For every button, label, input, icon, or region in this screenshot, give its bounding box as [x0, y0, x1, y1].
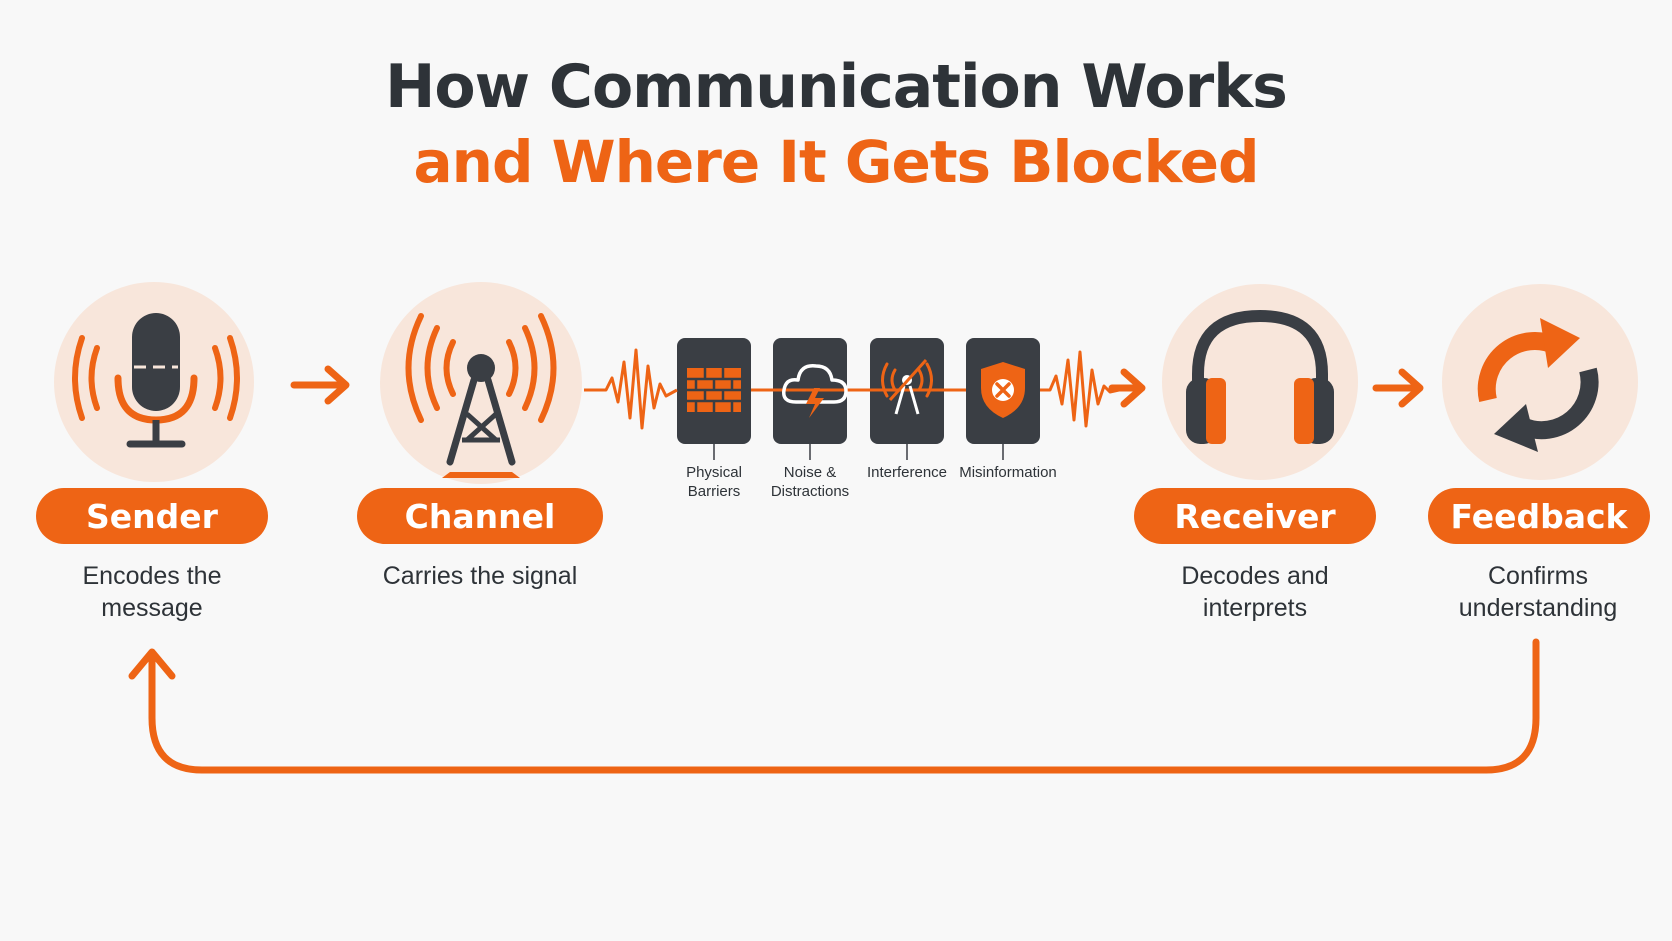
signal-wave-left	[584, 348, 678, 430]
arrow-to-receiver	[1108, 368, 1146, 408]
channel-description: Carries the signal	[382, 562, 578, 590]
title-line-1: How Communication Works	[385, 52, 1288, 122]
headphones-icon	[1186, 309, 1334, 444]
noise-distractions-label: Noise & Distractions	[770, 464, 850, 500]
receiver-description: Decodes and interprets	[1181, 562, 1329, 622]
channel-circle	[380, 282, 582, 484]
feedback-description: Confirms understanding	[1458, 562, 1618, 622]
interference-label: Interference	[866, 464, 948, 481]
feedback-circle	[1442, 284, 1638, 480]
signal-wave-right	[1040, 350, 1129, 428]
storm-cloud-icon	[782, 364, 848, 418]
signal-interference-icon	[881, 358, 933, 415]
channel-label: Channel	[357, 488, 603, 544]
sender-label: Sender	[36, 488, 268, 544]
feedback-loop-arrow	[128, 638, 1540, 774]
refresh-cycle-icon	[1477, 318, 1599, 452]
feedback-label: Feedback	[1428, 488, 1650, 544]
shield-x-icon	[981, 362, 1025, 418]
misinformation-label: Misinformation	[959, 464, 1057, 481]
arrow-sender-channel	[290, 365, 350, 405]
title-line-2: and Where It Gets Blocked	[413, 128, 1260, 196]
sender-description: Encodes the message	[82, 562, 222, 622]
receiver-label: Receiver	[1134, 488, 1376, 544]
arrow-receiver-feedback	[1372, 368, 1424, 408]
physical-barriers-label: Physical Barriers	[686, 464, 742, 500]
brick-wall-icon	[687, 368, 741, 412]
radio-tower-icon	[405, 313, 557, 478]
microphone-icon	[72, 313, 240, 448]
